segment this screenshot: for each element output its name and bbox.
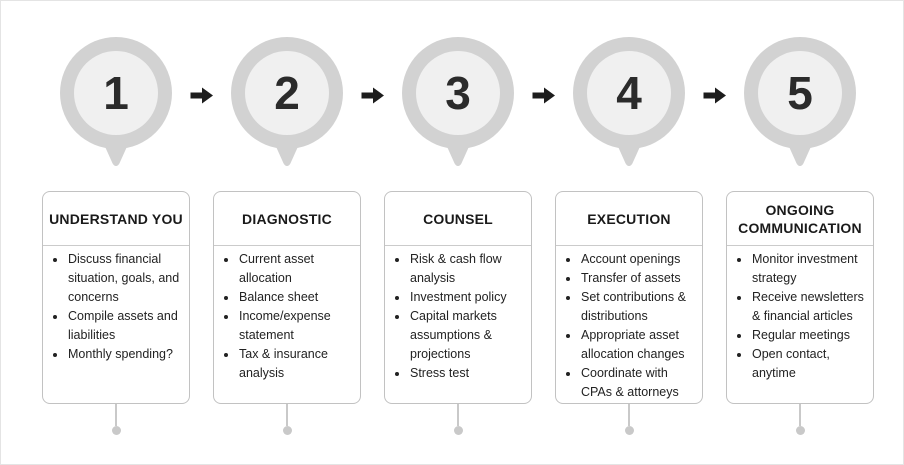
- step-pin-icon: 2: [231, 37, 343, 166]
- bullet-item: Capital markets assumptions & projection…: [409, 307, 527, 364]
- connector-line: [799, 404, 801, 426]
- process-step: 4 EXECUTION Account openingsTransfer of …: [555, 37, 703, 435]
- bullet-item: Receive newsletters & financial articles: [751, 288, 869, 326]
- right-arrow-icon: [361, 87, 384, 104]
- bullet-list: Discuss financial situation, goals, and …: [43, 250, 189, 364]
- process-step: 1 UNDERSTAND YOU Discuss financial situa…: [42, 37, 190, 435]
- connector-dot: [624, 426, 634, 435]
- step-card: COUNSEL Risk & cash flow analysisInvestm…: [384, 191, 532, 404]
- bullet-item: Compile assets and liabilities: [67, 307, 185, 345]
- connector-dot: [282, 426, 292, 435]
- right-arrow-icon: [532, 87, 555, 104]
- bullet-item: Tax & insurance analysis: [238, 345, 356, 383]
- bullet-item: Set contributions & distributions: [580, 288, 698, 326]
- step-number: 3: [445, 67, 471, 119]
- process-step: 2 DIAGNOSTIC Current asset allocationBal…: [213, 37, 361, 435]
- step-pin-icon: 4: [573, 37, 685, 166]
- bullet-item: Regular meetings: [751, 326, 869, 345]
- step-number: 4: [616, 67, 642, 119]
- bullet-item: Monitor investment strategy: [751, 250, 869, 288]
- bullet-item: Income/expense statement: [238, 307, 356, 345]
- process-step: 3 COUNSEL Risk & cash flow analysisInves…: [384, 37, 532, 435]
- bullet-list: Current asset allocationBalance sheetInc…: [214, 250, 360, 383]
- right-arrow-icon: [703, 87, 726, 104]
- bullet-list: Account openingsTransfer of assetsSet co…: [556, 250, 702, 402]
- steps-row: 1 UNDERSTAND YOU Discuss financial situa…: [42, 37, 874, 435]
- step-card: UNDERSTAND YOU Discuss financial situati…: [42, 191, 190, 404]
- connector-line: [286, 404, 288, 426]
- step-card: ONGOING COMMUNICATION Monitor investment…: [726, 191, 874, 404]
- bullet-item: Appropriate asset allocation changes: [580, 326, 698, 364]
- connector-dot: [111, 426, 121, 435]
- bullet-item: Coordinate with CPAs & attorneys: [580, 364, 698, 402]
- bullet-item: Stress test: [409, 364, 527, 383]
- connector-line: [115, 404, 117, 426]
- bullet-list: Monitor investment strategyReceive newsl…: [727, 250, 873, 383]
- bullet-item: Risk & cash flow analysis: [409, 250, 527, 288]
- step-title: DIAGNOSTIC: [214, 192, 360, 246]
- step-title: ONGOING COMMUNICATION: [727, 192, 873, 246]
- bullet-item: Balance sheet: [238, 288, 356, 307]
- connector-line: [457, 404, 459, 426]
- bullet-item: Open contact, anytime: [751, 345, 869, 383]
- step-title: COUNSEL: [385, 192, 531, 246]
- bullet-item: Discuss financial situation, goals, and …: [67, 250, 185, 307]
- step-number: 1: [103, 67, 129, 119]
- step-number: 5: [787, 67, 813, 119]
- step-card: EXECUTION Account openingsTransfer of as…: [555, 191, 703, 404]
- connector-dot: [453, 426, 463, 435]
- bullet-item: Transfer of assets: [580, 269, 698, 288]
- step-pin-icon: 3: [402, 37, 514, 166]
- step-title: UNDERSTAND YOU: [43, 192, 189, 246]
- step-title: EXECUTION: [556, 192, 702, 246]
- step-card: DIAGNOSTIC Current asset allocationBalan…: [213, 191, 361, 404]
- connector-line: [628, 404, 630, 426]
- bullet-item: Current asset allocation: [238, 250, 356, 288]
- step-pin-icon: 5: [744, 37, 856, 166]
- connector-dot: [795, 426, 805, 435]
- bullet-list: Risk & cash flow analysisInvestment poli…: [385, 250, 531, 383]
- bullet-item: Account openings: [580, 250, 698, 269]
- bullet-item: Investment policy: [409, 288, 527, 307]
- bullet-item: Monthly spending?: [67, 345, 185, 364]
- right-arrow-icon: [190, 87, 213, 104]
- process-step: 5 ONGOING COMMUNICATION Monitor investme…: [726, 37, 874, 435]
- step-number: 2: [274, 67, 300, 119]
- step-pin-icon: 1: [60, 37, 172, 166]
